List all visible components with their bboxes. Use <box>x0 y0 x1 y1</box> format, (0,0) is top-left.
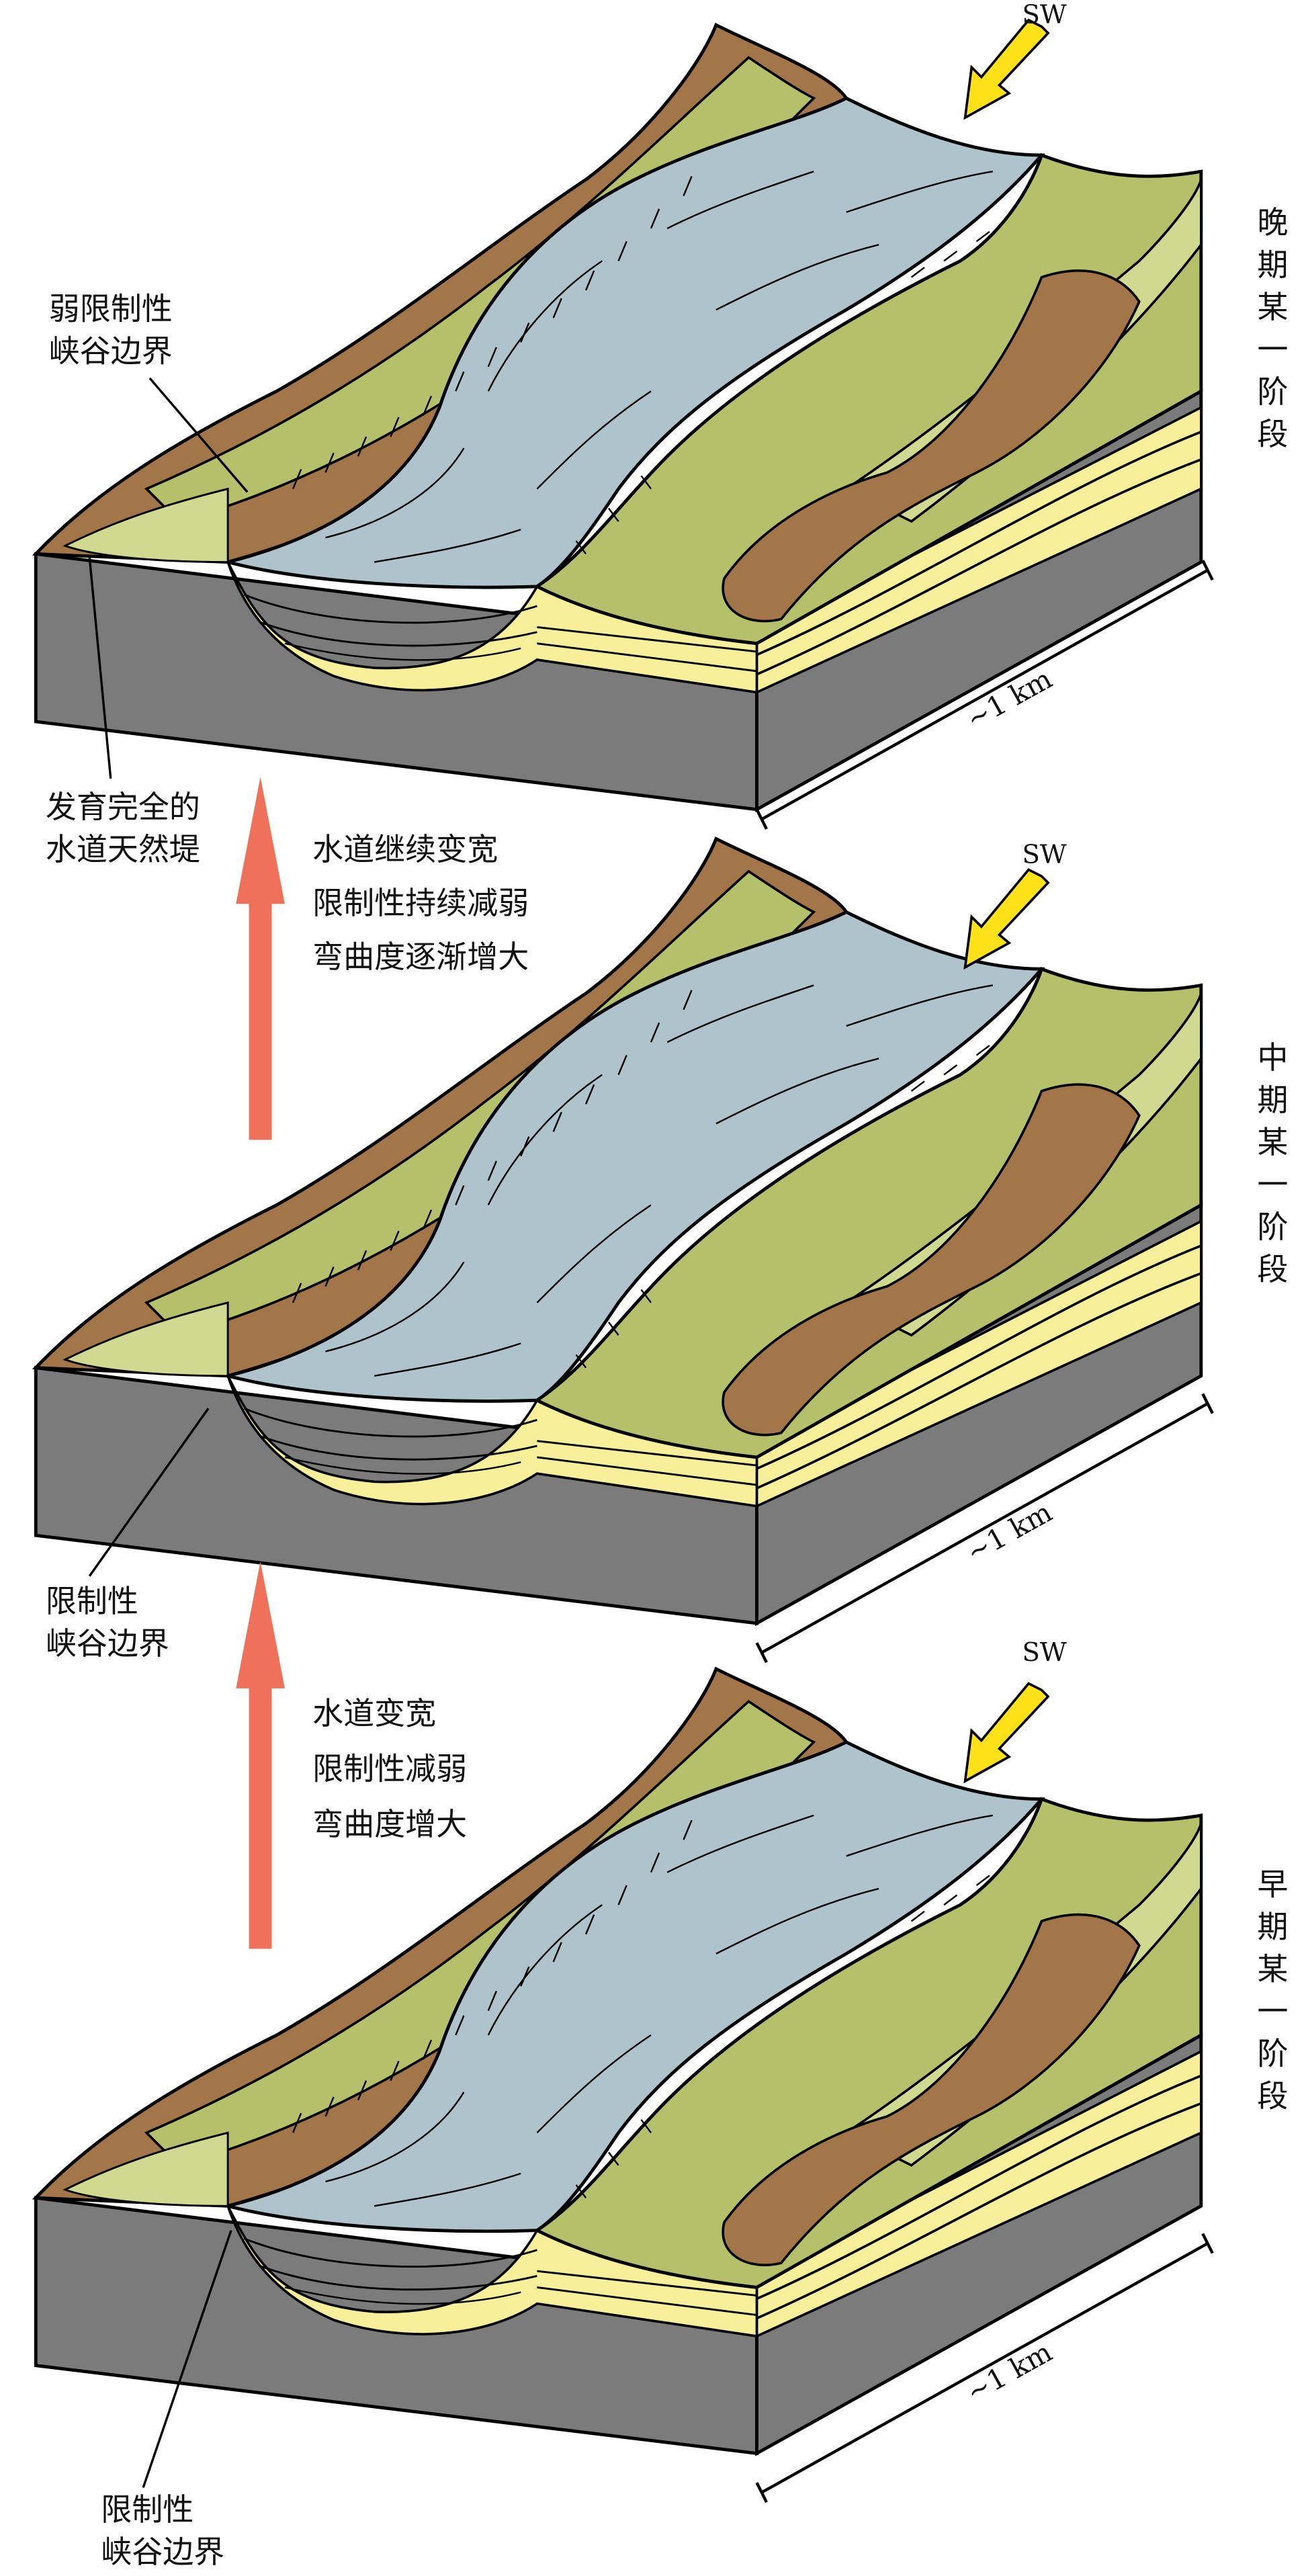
late-scale-bar <box>755 560 1214 830</box>
early-callout-line1: 限制性 <box>101 2491 193 2528</box>
svg-text:晚: 晚 <box>1257 204 1288 241</box>
late-callout-weak-boundary-line2: 峡谷边界 <box>49 333 173 370</box>
early-stage-panel: SW ~1 km 早 期 某 一 阶 段 限制性 峡谷边界 <box>36 1637 1288 2570</box>
middle-scale-bar <box>755 1393 1214 1664</box>
middle-stage-label: 中 期 某 一 阶 段 <box>1257 1039 1288 1287</box>
early-callout-leader <box>142 2230 232 2488</box>
middle-direction-label: SW <box>1022 840 1067 870</box>
up-arrow-icon <box>236 1561 285 1949</box>
late-callout-levee-line1: 发育完全的 <box>46 789 200 825</box>
late-stage-label: 晚 期 某 一 阶 段 <box>1257 204 1288 452</box>
late-callout-levee-leader <box>88 557 112 779</box>
svg-text:某: 某 <box>1257 1124 1288 1160</box>
svg-text:某: 某 <box>1257 1951 1288 1987</box>
sw-direction-arrow-icon <box>963 18 1050 120</box>
svg-text:期: 期 <box>1257 1909 1288 1945</box>
svg-text:某: 某 <box>1257 289 1288 325</box>
transition-early-middle-line1: 水道变宽 <box>312 1695 436 1731</box>
late-callout-levee-line2: 水道天然堤 <box>46 831 200 867</box>
middle-callout-line2: 峡谷边界 <box>46 1625 169 1662</box>
late-direction-label: SW <box>1022 0 1067 30</box>
early-direction-label: SW <box>1022 1637 1067 1668</box>
transition-early-middle-line2: 限制性减弱 <box>312 1751 467 1787</box>
late-callout-weak-boundary-leader <box>148 377 249 493</box>
transition-middle-late-line3: 弯曲度逐渐增大 <box>312 939 529 975</box>
late-stage-panel: SW ~1 km 晚 期 某 一 阶 段 弱限制性 峡谷边界 发育完全的 水道天… <box>36 0 1288 867</box>
middle-callout-leader <box>88 1408 210 1577</box>
early-scale-label: ~1 km <box>961 2335 1057 2409</box>
svg-text:中: 中 <box>1257 1039 1288 1076</box>
svg-text:段: 段 <box>1257 416 1288 452</box>
svg-text:阶: 阶 <box>1257 374 1288 410</box>
transition-early-middle-line3: 弯曲度增大 <box>312 1806 467 1842</box>
early-stage-label: 早 期 某 一 阶 段 <box>1257 1866 1288 2114</box>
middle-scale-label: ~1 km <box>961 1496 1057 1569</box>
svg-text:一: 一 <box>1257 1166 1288 1203</box>
svg-text:早: 早 <box>1257 1866 1288 1903</box>
early-callout-line2: 峡谷边界 <box>101 2534 224 2570</box>
svg-text:一: 一 <box>1257 1993 1288 2030</box>
svg-text:段: 段 <box>1257 2078 1288 2114</box>
transition-middle-late-line2: 限制性持续减弱 <box>312 885 529 921</box>
transition-middle-late-line1: 水道继续变宽 <box>312 831 498 867</box>
up-arrow-icon <box>236 777 285 1140</box>
svg-text:期: 期 <box>1257 247 1288 283</box>
svg-text:段: 段 <box>1257 1251 1288 1287</box>
early-scale-bar <box>755 2233 1214 2503</box>
late-callout-weak-boundary-line1: 弱限制性 <box>49 291 173 327</box>
svg-text:阶: 阶 <box>1257 1209 1288 1245</box>
sw-direction-arrow-icon <box>963 1682 1050 1784</box>
svg-text:阶: 阶 <box>1257 2036 1288 2072</box>
middle-stage-panel: SW ~1 km 中 期 某 一 阶 段 限制性 峡谷边界 <box>36 839 1288 1664</box>
svg-text:一: 一 <box>1257 331 1288 368</box>
middle-callout-line1: 限制性 <box>46 1583 138 1619</box>
sw-direction-arrow-icon <box>963 868 1050 970</box>
early-block-diagram <box>36 1669 1201 2454</box>
svg-text:期: 期 <box>1257 1082 1288 1118</box>
